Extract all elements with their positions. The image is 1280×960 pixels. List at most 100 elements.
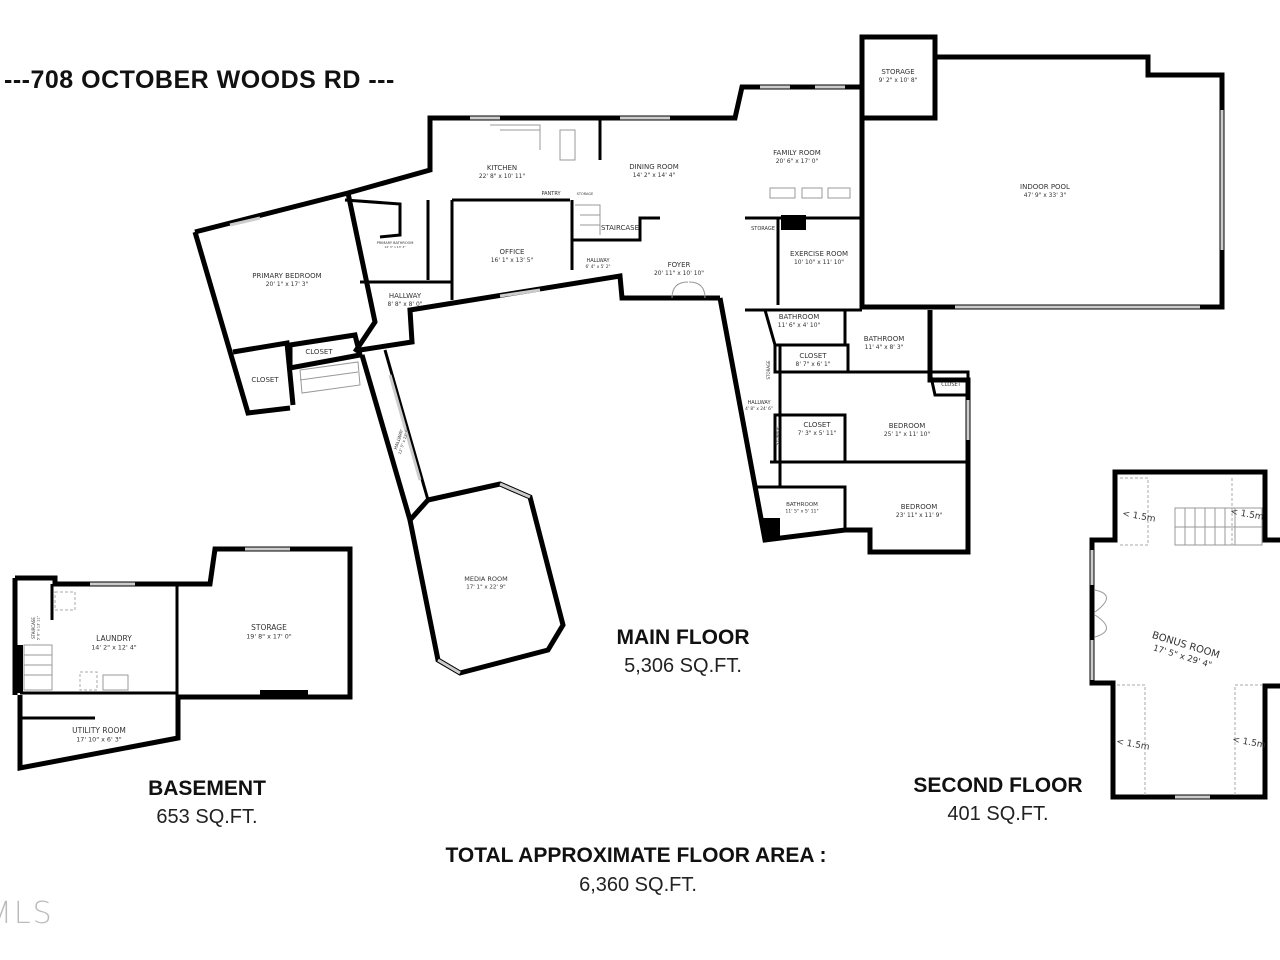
room-name: CLOSET	[799, 352, 827, 360]
room-label: CLOSET	[305, 348, 333, 356]
room-label: CLOSET	[941, 382, 961, 388]
room-name: CLOSET	[803, 421, 831, 429]
room-name: MEDIA ROOM	[464, 575, 508, 583]
room-dimensions: 14' 2" x 12' 4"	[91, 644, 137, 652]
room-label: STORAGE	[775, 426, 780, 446]
room-name: CLOSET	[941, 382, 961, 388]
room-name: EXERCISE ROOM	[790, 250, 848, 258]
room-dimensions: 11' 5" x 5' 11"	[785, 508, 818, 514]
room-name: FOYER	[668, 261, 691, 269]
basement-walls	[12, 546, 353, 772]
room-label: PANTRY	[541, 191, 561, 197]
room-name: HALLWAY	[747, 400, 771, 406]
room-dimensions: 11' 4" x 8' 3"	[865, 344, 904, 351]
room-name: STORAGE	[751, 226, 775, 232]
room-name: PRIMARY BEDROOM	[252, 272, 321, 280]
room-label: CLOSET	[251, 376, 279, 384]
room-dimensions: 16' 1" x 13' 5"	[491, 257, 534, 264]
room-dimensions: 9' 2" x 10' 8"	[879, 77, 918, 84]
second-floor-walls	[1089, 469, 1280, 800]
main-floor-area: 5,306 SQ.FT.	[624, 655, 742, 677]
room-dimensions: 7' 3" x 5' 11"	[798, 430, 837, 437]
room-dimensions: 14' 3" x 13' 3"	[384, 245, 406, 249]
room-name: HALLWAY	[586, 258, 610, 264]
room-dimensions: 47' 9" x 33' 3"	[1024, 192, 1067, 199]
room-name: BATHROOM	[779, 313, 820, 321]
room-name: BATHROOM	[864, 335, 905, 343]
room-dimensions: 4' 8" x 24' 6"	[745, 406, 773, 412]
room-name: KITCHEN	[487, 164, 517, 172]
room-dimensions: 19' 8" x 17' 0"	[246, 633, 292, 641]
basement-label: BASEMENT	[148, 777, 266, 800]
room-name: OFFICE	[500, 248, 525, 256]
room-name: STORAGE	[881, 68, 914, 76]
room-dimensions: 17' 1" x 22' 9"	[466, 584, 505, 590]
room-name: FAMILY ROOM	[773, 149, 821, 157]
room-name: CLOSET	[251, 376, 279, 384]
room-name: STORAGE	[577, 192, 594, 196]
room-dimensions: 17' 10" x 6' 3"	[76, 736, 122, 744]
room-dimensions: 14' 2" x 14' 4"	[633, 172, 676, 179]
property-address-title: ---708 OCTOBER WOODS RD ---	[4, 66, 395, 94]
room-name: PANTRY	[541, 191, 561, 197]
total-area-label: TOTAL APPROXIMATE FLOOR AREA :	[445, 844, 826, 867]
room-name: LAUNDRY	[96, 634, 132, 643]
room-dimensions: 20' 11" x 10' 10"	[654, 270, 704, 277]
room-dimensions: 20' 6" x 17' 0"	[776, 158, 819, 165]
room-name: BEDROOM	[901, 503, 938, 511]
room-label: STORAGE	[751, 226, 775, 232]
room-name: STORAGE	[775, 426, 780, 446]
room-dimensions: 6' 4" x 5' 2"	[586, 264, 611, 270]
room-dimensions: 20' 1" x 17' 3"	[266, 281, 309, 288]
room-name: BEDROOM	[889, 422, 926, 430]
room-label: STAIRCASE	[601, 224, 639, 232]
room-dimensions: 10' 10" x 11' 10"	[794, 259, 844, 266]
room-name: STORAGE	[766, 360, 771, 380]
total-area-value: 6,360 SQ.FT.	[579, 874, 697, 896]
room-dimensions: 22' 8" x 10' 11"	[479, 173, 526, 180]
room-name: STAIRCASE	[31, 617, 36, 639]
second-floor-label: SECOND FLOOR	[913, 774, 1082, 797]
room-dimensions: 25' 1" x 11' 10"	[884, 431, 931, 438]
room-name: BATHROOM	[786, 502, 818, 508]
ceiling-note: < 1.5m	[1231, 735, 1266, 751]
main-floor-walls	[192, 34, 1225, 676]
second-floor-area: 401 SQ.FT.	[947, 803, 1048, 825]
ceiling-note: < 1.5m	[1121, 509, 1156, 525]
room-name: PRIMARY BATHROOM	[377, 241, 414, 245]
room-dimensions: 8' 8" x 8' 0"	[388, 301, 423, 308]
room-dimensions: 11' 6" x 4' 10"	[778, 322, 821, 329]
main-floor-label: MAIN FLOOR	[617, 626, 750, 649]
room-name: UTILITY ROOM	[72, 726, 126, 735]
room-name: CLOSET	[305, 348, 333, 356]
room-label: STORAGE	[577, 192, 594, 196]
room-label: STORAGE	[766, 360, 771, 380]
room-name: STAIRCASE	[601, 224, 639, 232]
room-name: STORAGE	[251, 623, 287, 632]
room-name: INDOOR POOL	[1020, 183, 1070, 191]
